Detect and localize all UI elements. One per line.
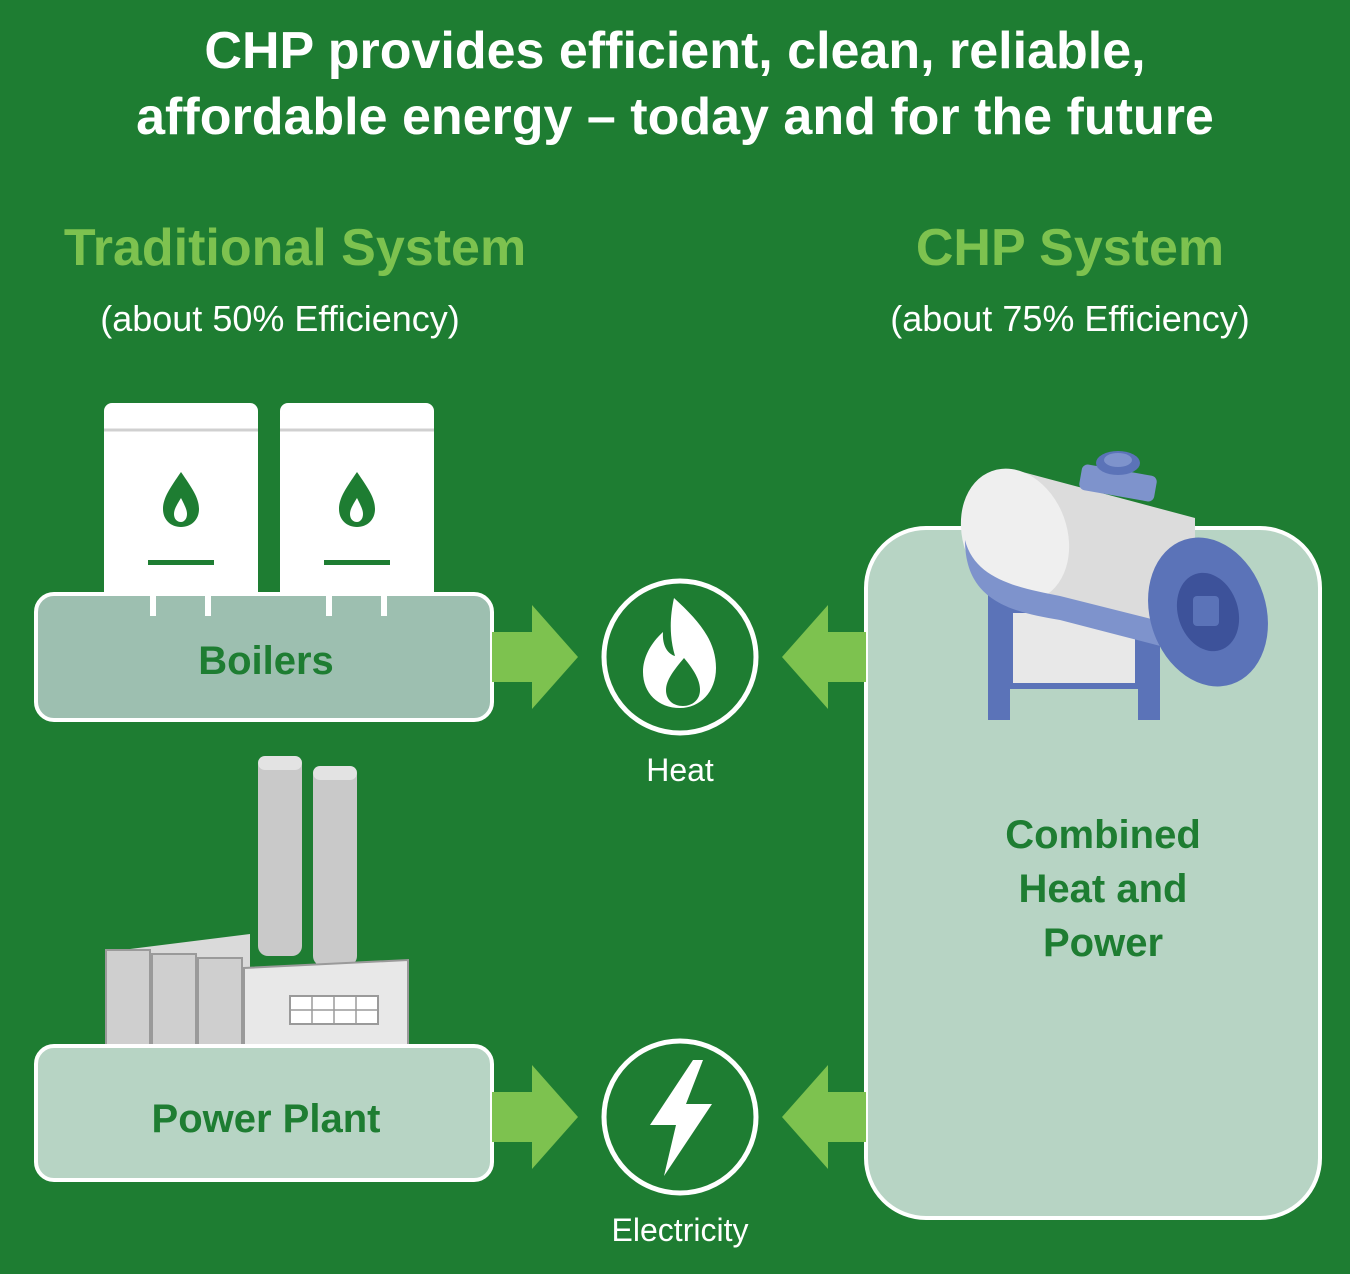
boilers-label: Boilers xyxy=(198,639,334,683)
traditional-system-heading: Traditional System xyxy=(63,219,527,277)
chp-efficiency-note: (about 75% Efficiency) xyxy=(890,298,1250,339)
flame-icon xyxy=(601,578,759,736)
boiler-icon xyxy=(104,403,434,608)
chp-label-line-3: Power xyxy=(1042,921,1164,965)
flow-arrows xyxy=(492,605,866,1169)
chp-unit-label: Combined Heat and Power xyxy=(930,808,1276,970)
lightning-icon xyxy=(601,1038,759,1196)
chp-label-line-1: Combined xyxy=(1005,813,1201,857)
power-plant-label: Power Plant xyxy=(151,1097,381,1141)
title-line-2: affordable energy – today and for the fu… xyxy=(136,88,1214,146)
electricity-label: Electricity xyxy=(611,1212,749,1248)
traditional-efficiency-note: (about 50% Efficiency) xyxy=(100,298,460,339)
chp-label-line-2: Heat and xyxy=(1018,867,1188,911)
arrow-chp-to-electricity xyxy=(782,1065,866,1169)
arrow-chp-to-heat xyxy=(782,605,866,709)
engine-icon xyxy=(960,451,1268,720)
heat-label: Heat xyxy=(646,752,714,788)
diagram-title: CHP provides efficient, clean, reliable,… xyxy=(0,18,1350,150)
arrow-boilers-to-heat xyxy=(492,605,578,709)
arrow-powerplant-to-electricity xyxy=(492,1065,578,1169)
factory-icon xyxy=(105,756,409,1064)
title-line-1: CHP provides efficient, clean, reliable, xyxy=(204,22,1146,80)
chp-system-heading: CHP System xyxy=(915,219,1225,277)
